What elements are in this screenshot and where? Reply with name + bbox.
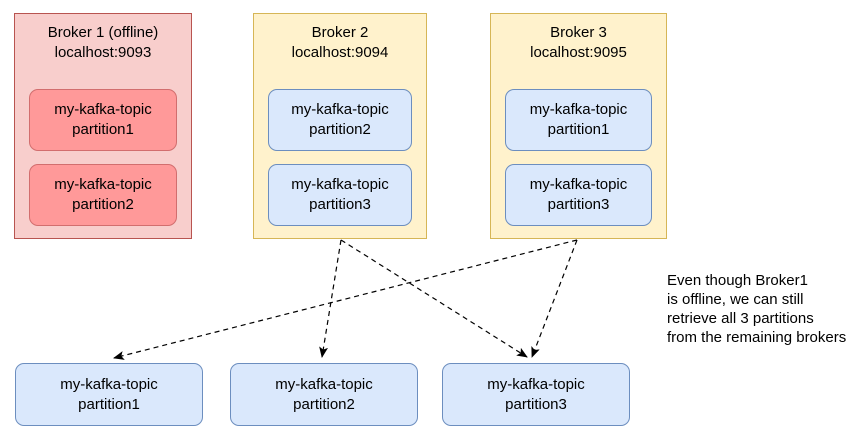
broker-2-host: localhost:9094 [291,44,389,61]
annotation-line: from the remaining brokers [667,329,847,346]
partition-topic: my-kafka-topic [54,176,152,193]
broker-1-host: localhost:9093 [54,44,152,61]
partition-topic: my-kafka-topic [487,375,585,393]
broker-3-partition-2: my-kafka-topic partition3 [505,164,652,226]
broker-2-box: Broker 2 localhost:9094 my-kafka-topic p… [253,13,427,239]
broker-3-host: localhost:9095 [530,44,627,61]
broker-1-partition-1: my-kafka-topic partition1 [29,89,177,151]
retrieved-partition-1: my-kafka-topic partition1 [15,363,203,426]
partition-topic: my-kafka-topic [275,375,373,393]
broker-2-header: Broker 2 localhost:9094 [254,14,426,63]
partition-topic: my-kafka-topic [54,101,152,118]
annotation-line: retrieve all 3 partitions [667,310,814,327]
arrow-broker3-to-partition3 [531,239,578,358]
partition-name: partition2 [293,395,355,413]
broker-3-box: Broker 3 localhost:9095 my-kafka-topic p… [490,13,667,239]
arrow-broker2-to-partition2 [319,239,342,358]
annotation-line: Even though Broker1 [667,272,808,289]
partition-topic: my-kafka-topic [529,101,628,118]
broker-2-title: Broker 2 [311,24,369,41]
partition-name: partition2 [72,196,134,213]
partition-topic: my-kafka-topic [291,176,389,193]
partition-name: partition2 [309,121,371,138]
broker-2-partition-2: my-kafka-topic partition3 [268,164,412,226]
arrow-broker3-to-partition1 [113,239,578,360]
broker-1-partition-2: my-kafka-topic partition2 [29,164,177,226]
broker-3-partition-1: my-kafka-topic partition1 [505,89,652,151]
broker-1-header: Broker 1 (offline) localhost:9093 [15,14,191,63]
broker-3-header: Broker 3 localhost:9095 [491,14,666,63]
annotation-text: Even though Broker1 is offline, we can s… [667,271,852,347]
partition-name: partition3 [505,395,567,413]
broker-2-partition-1: my-kafka-topic partition2 [268,89,412,151]
arrow-broker2-to-partition3 [340,239,528,358]
partition-topic: my-kafka-topic [60,375,158,393]
broker-3-title: Broker 3 [550,24,607,41]
partition-topic: my-kafka-topic [291,101,389,118]
broker-1-title: Broker 1 (offline) [47,24,159,41]
partition-name: partition1 [547,121,610,138]
partition-name: partition3 [547,196,610,213]
partition-topic: my-kafka-topic [529,176,628,193]
partition-name: partition3 [309,196,371,213]
partition-name: partition1 [72,121,134,138]
partition-name: partition1 [78,395,140,413]
broker-1-box: Broker 1 (offline) localhost:9093 my-kaf… [14,13,192,239]
retrieved-partition-3: my-kafka-topic partition3 [442,363,630,426]
annotation-line: is offline, we can still [667,291,804,308]
retrieved-partition-2: my-kafka-topic partition2 [230,363,418,426]
